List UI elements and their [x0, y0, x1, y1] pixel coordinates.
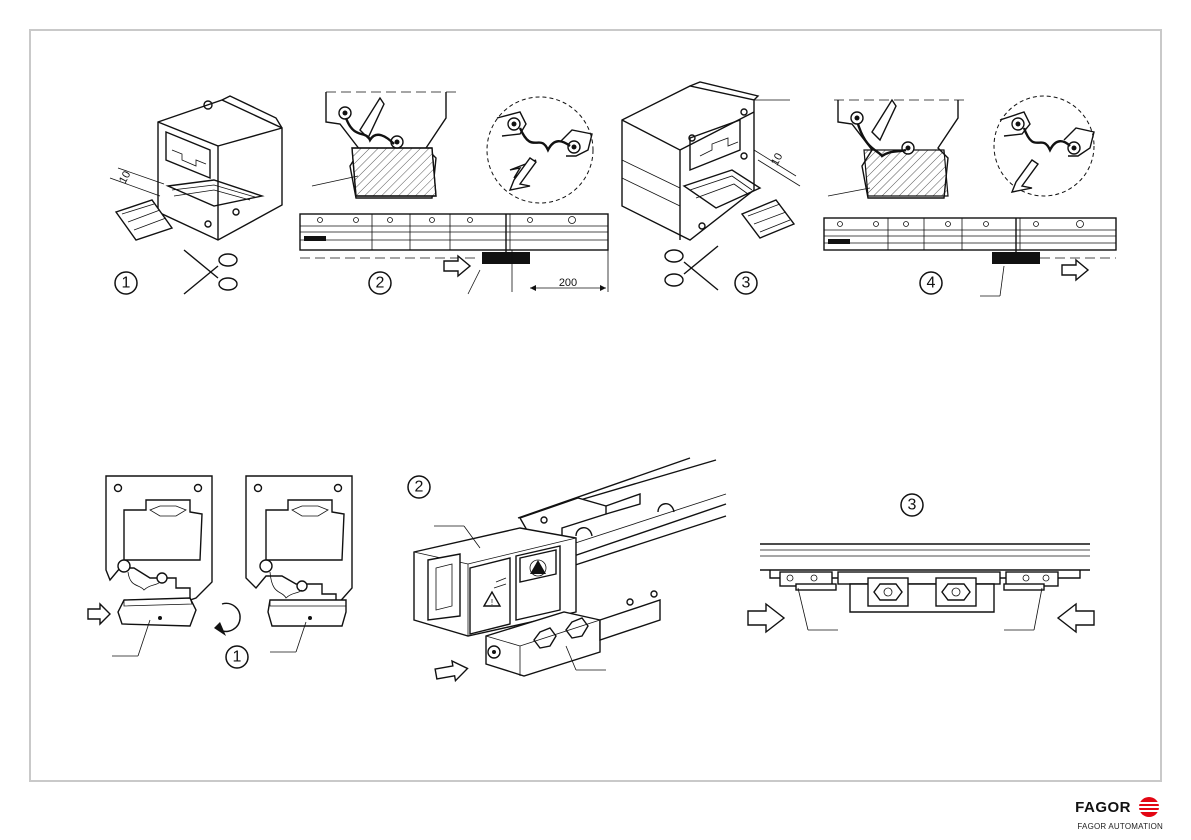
bottom-step-1-figure — [106, 476, 352, 656]
svg-text:!: ! — [491, 598, 493, 607]
svg-text:3: 3 — [908, 497, 917, 514]
arrow-right-icon — [1062, 260, 1088, 280]
arrow-right-icon — [434, 659, 469, 684]
bottom-step-2-figure: ! — [414, 458, 726, 676]
top-step-2-badge: 2 — [369, 272, 391, 294]
bottom-step-1-badge: 1 — [226, 646, 248, 668]
fagor-logo-icon — [1135, 796, 1163, 818]
top-step-4-badge: 4 — [920, 272, 942, 294]
rotate-icon — [214, 603, 240, 636]
top-step-3-badge: 3 — [735, 272, 757, 294]
arrow-left-icon — [1058, 604, 1094, 632]
svg-text:2: 2 — [415, 479, 424, 496]
cut-length-left: 10 — [117, 169, 133, 185]
bottom-step-2-badge: 2 — [408, 476, 430, 498]
scissors-icon — [184, 250, 237, 294]
top-step-1-badge: 1 — [115, 272, 137, 294]
arrow-right-icon — [88, 604, 110, 624]
top-step-1-figure: 10 — [110, 96, 282, 240]
brand-subtitle: FAGOR AUTOMATION — [1075, 822, 1163, 831]
cut-length-right: 10 — [769, 151, 785, 167]
arrow-right-icon — [748, 604, 784, 632]
arrow-right-icon — [444, 256, 470, 276]
brand-name: FAGOR — [1075, 799, 1131, 816]
svg-text:2: 2 — [376, 275, 385, 292]
bottom-step-3-badge: 3 — [901, 494, 923, 516]
svg-text:4: 4 — [927, 275, 936, 292]
top-step-3-figure: 10 — [622, 82, 800, 240]
svg-text:1: 1 — [122, 275, 131, 292]
svg-text:1: 1 — [233, 649, 242, 666]
brand-footer: FAGOR FAGOR AUTOMATION — [1075, 796, 1163, 831]
offset-length: 200 — [559, 277, 577, 289]
scissors-icon — [665, 246, 718, 290]
bottom-step-3-figure — [760, 544, 1090, 630]
svg-text:3: 3 — [742, 275, 751, 292]
